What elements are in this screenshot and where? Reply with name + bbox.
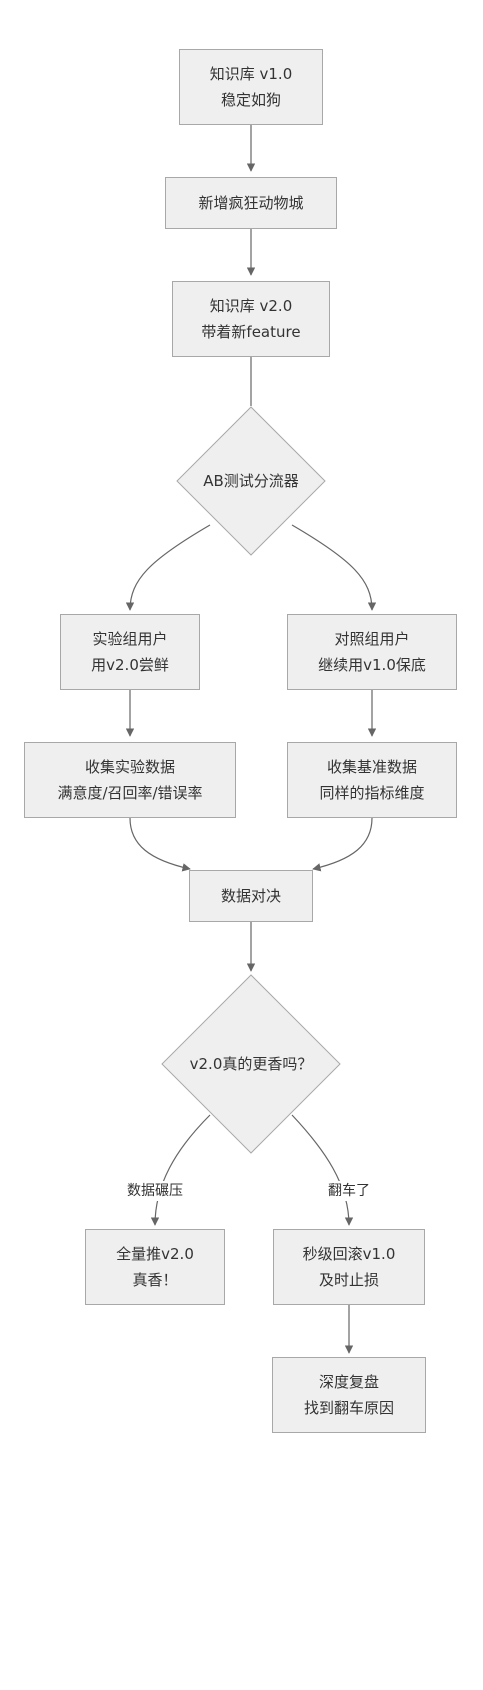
edge-collectexp-to-compare xyxy=(129,817,191,872)
node-ab-router: AB测试分流器 xyxy=(176,406,326,556)
edge-label-fail: 翻车了 xyxy=(328,1181,370,1201)
node-rollback-line1: 秒级回滚v1.0 xyxy=(302,1245,396,1263)
node-collect-base-line1: 收集基准数据 xyxy=(326,758,417,776)
node-rollback: 秒级回滚v1.0 及时止损 xyxy=(273,1229,425,1305)
node-collect-exp-line1: 收集实验数据 xyxy=(84,758,175,776)
node-kb-v1: 知识库 v1.0 稳定如狗 xyxy=(179,49,323,125)
node-full-rollout-line2: 真香！ xyxy=(132,1271,178,1289)
diamond-shape xyxy=(161,974,341,1154)
edge-label-crush: 数据碾压 xyxy=(127,1181,183,1201)
node-review-line2: 找到翻车原因 xyxy=(303,1399,394,1417)
node-kb-v2-line1: 知识库 v2.0 xyxy=(209,297,293,315)
node-exp-users: 实验组用户 用v2.0尝鲜 xyxy=(60,614,200,690)
node-decision-label: v2.0真的更香吗？ xyxy=(189,1055,313,1073)
node-ctrl-users: 对照组用户 继续用v1.0保底 xyxy=(287,614,457,690)
node-review-line1: 深度复盘 xyxy=(318,1373,379,1391)
node-exp-users-line2: 用v2.0尝鲜 xyxy=(91,656,169,674)
node-rollback-line2: 及时止损 xyxy=(318,1271,379,1289)
node-decision: v2.0真的更香吗？ xyxy=(161,974,341,1154)
node-compare: 数据对决 xyxy=(189,870,313,922)
node-add-zoo-line1: 新增疯狂动物城 xyxy=(198,194,304,212)
node-collect-base-line2: 同样的指标维度 xyxy=(319,784,425,802)
node-ctrl-users-line1: 对照组用户 xyxy=(334,630,410,648)
node-add-zoo: 新增疯狂动物城 xyxy=(165,177,337,229)
node-review: 深度复盘 找到翻车原因 xyxy=(272,1357,426,1433)
node-full-rollout-line1: 全量推v2.0 xyxy=(116,1245,194,1263)
node-kb-v2-line2: 带着新feature xyxy=(201,323,301,341)
node-ctrl-users-line2: 继续用v1.0保底 xyxy=(318,656,426,674)
node-full-rollout: 全量推v2.0 真香！ xyxy=(85,1229,225,1305)
edge-decision-to-rollout xyxy=(150,1114,211,1226)
node-kb-v1-line2: 稳定如狗 xyxy=(220,91,281,109)
node-collect-base: 收集基准数据 同样的指标维度 xyxy=(287,742,457,818)
node-exp-users-line1: 实验组用户 xyxy=(92,630,168,648)
edge-decision-to-rollback xyxy=(291,1114,354,1226)
node-collect-exp: 收集实验数据 满意度/召回率/错误率 xyxy=(24,742,236,818)
edge-router-to-ctrl xyxy=(291,524,377,611)
node-kb-v1-line1: 知识库 v1.0 xyxy=(209,65,293,83)
node-kb-v2: 知识库 v2.0 带着新feature xyxy=(172,281,330,357)
edge-collectbase-to-compare xyxy=(312,817,373,872)
node-compare-line1: 数据对决 xyxy=(220,887,281,905)
node-collect-exp-line2: 满意度/召回率/错误率 xyxy=(57,784,203,802)
edge-router-to-exp xyxy=(125,524,211,611)
diamond-shape xyxy=(176,406,326,556)
node-ab-router-label: AB测试分流器 xyxy=(203,472,299,490)
